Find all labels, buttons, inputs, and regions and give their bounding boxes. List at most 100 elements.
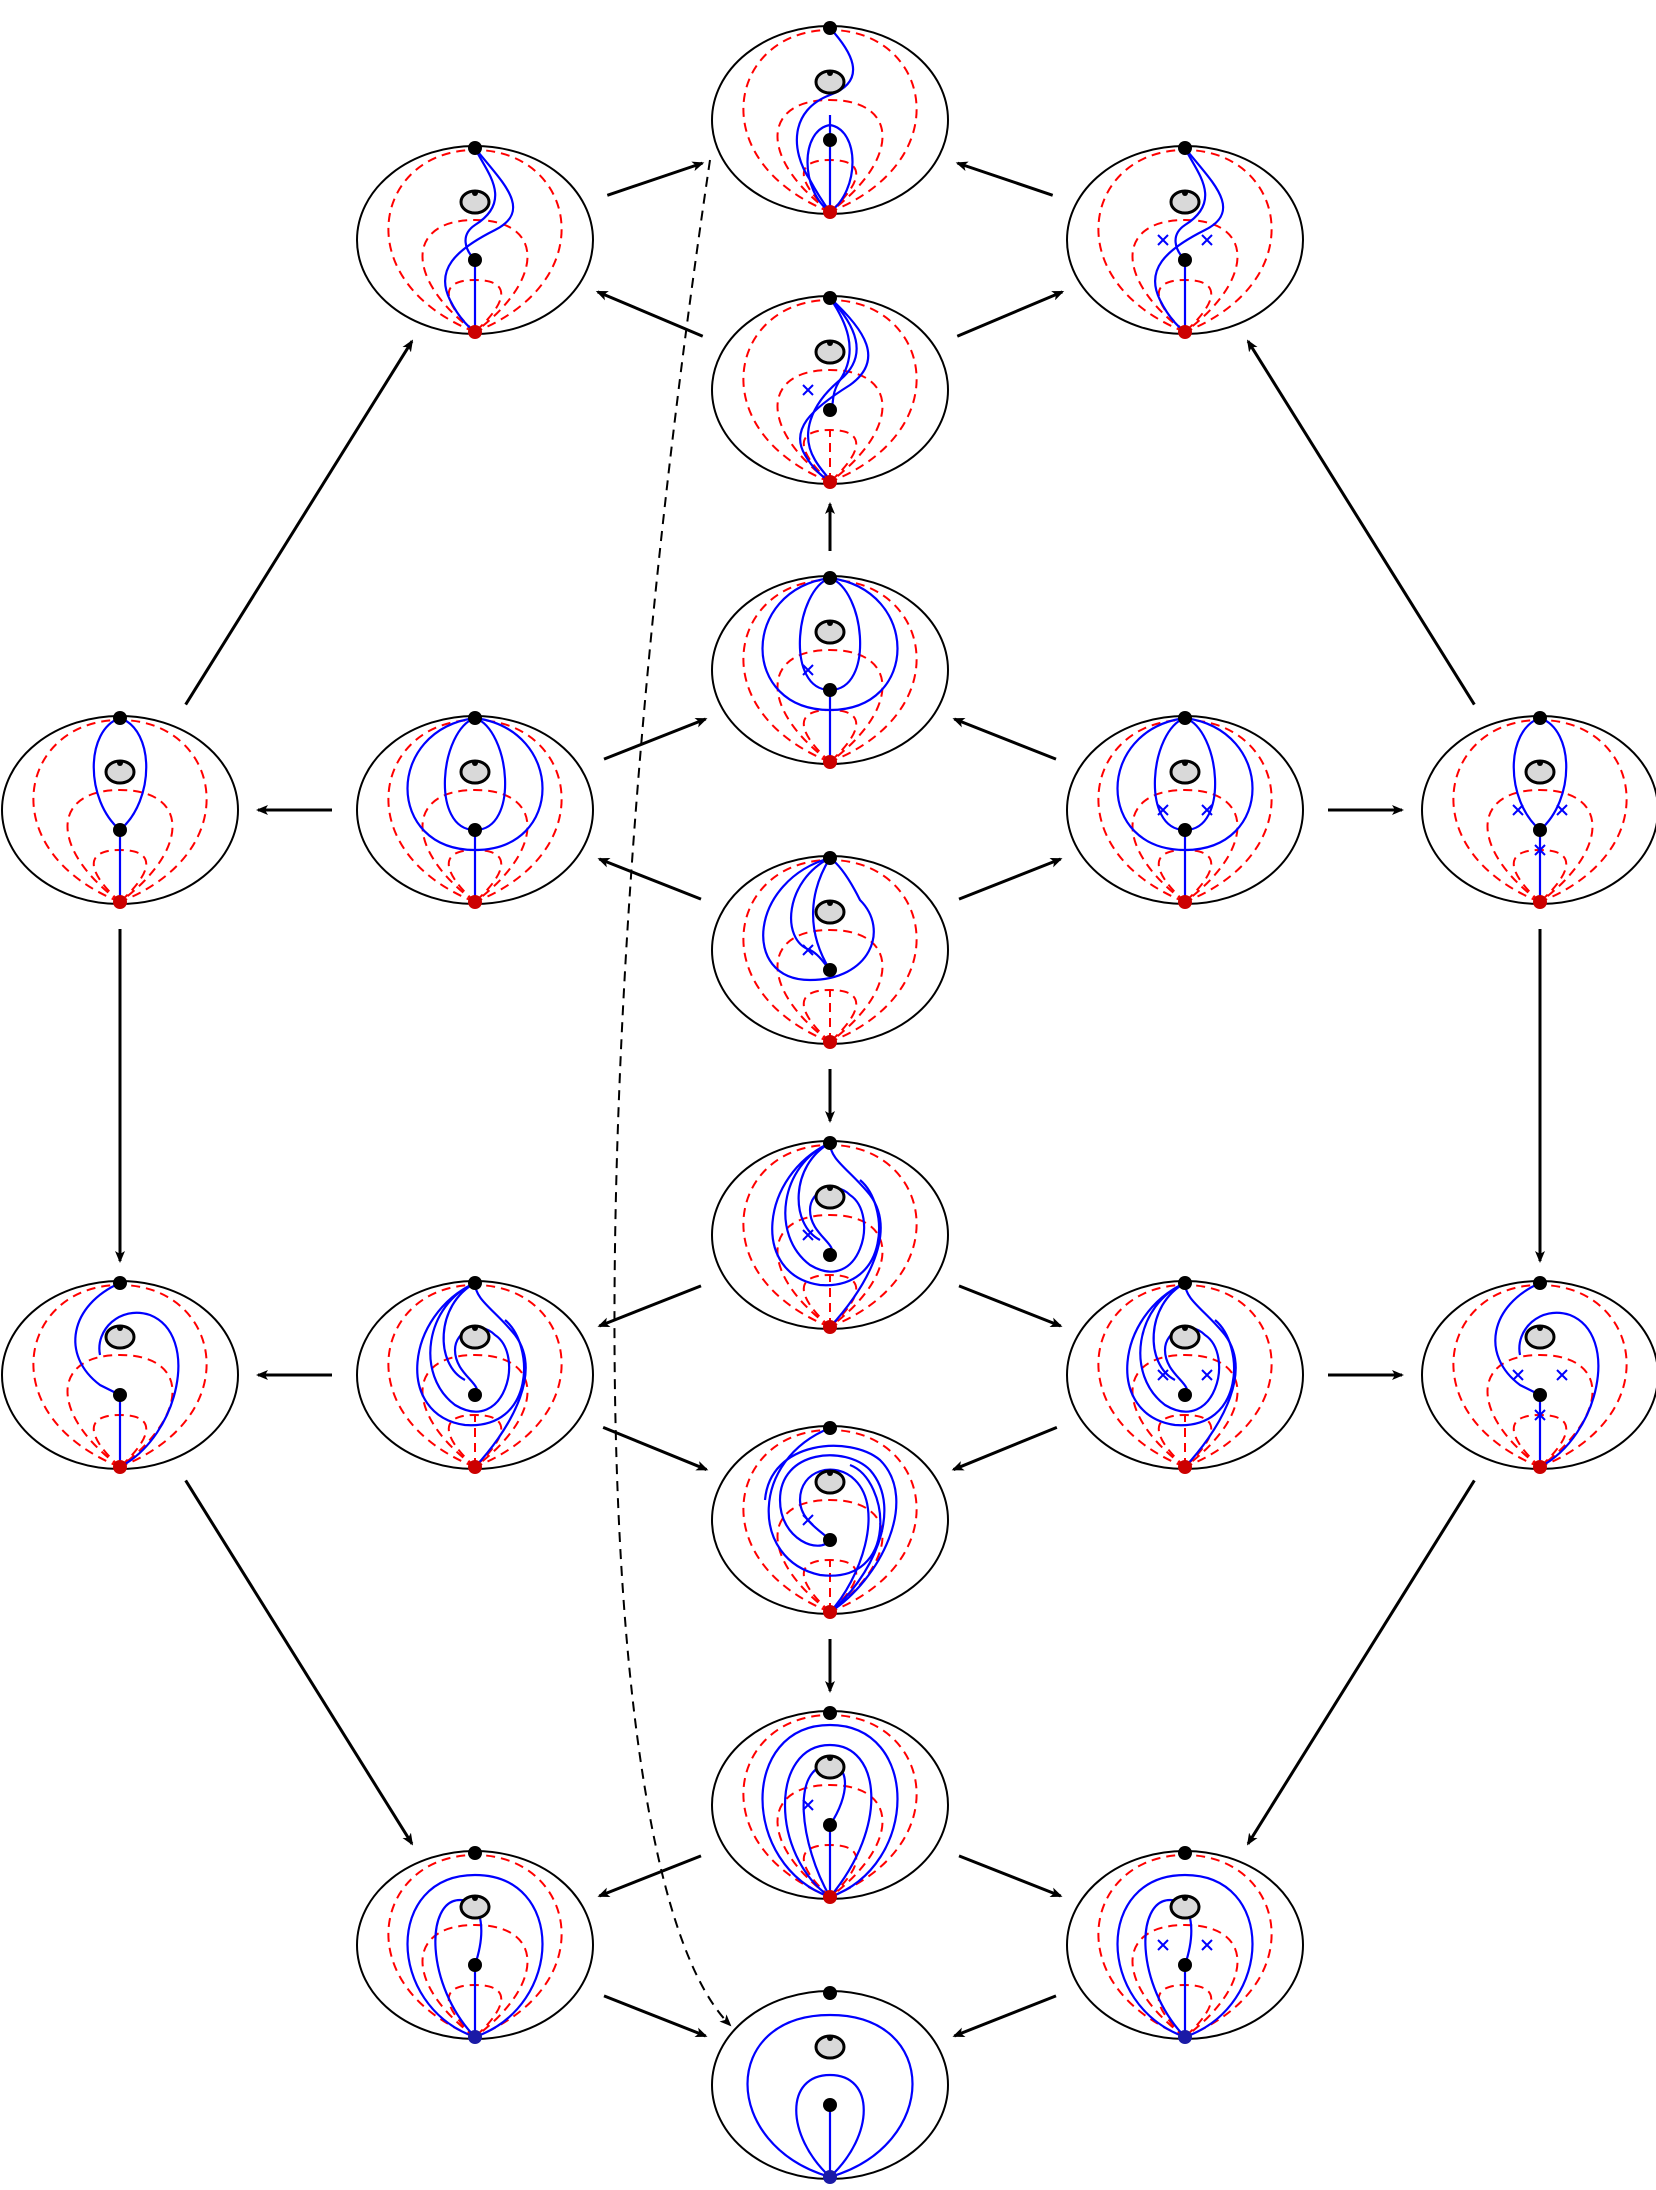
hole-point [827,620,833,626]
panel-m2 [711,1136,949,1334]
red-dashed-curve [776,1213,884,1328]
panel-t [711,21,949,219]
hole-point [1182,760,1188,766]
inner-point [468,1958,482,1972]
blue-curve [1518,1311,1600,1468]
bottom-point [823,1320,837,1334]
top-point [823,851,837,865]
hole-point [827,1470,833,1476]
hole-point [472,1895,478,1901]
blue-curve [1126,1282,1235,1427]
panel-b [711,1986,949,2184]
bottom-point [113,1460,127,1474]
top-point [823,1986,837,2000]
blue-curve [1144,1898,1193,2038]
cross-marker [1201,1939,1213,1951]
red-dashed-curve [776,648,884,763]
blue-curve [444,147,515,333]
blue-curve [783,1743,873,1898]
cross-marker [1157,234,1169,246]
inner-point [823,403,837,417]
inner-point [1533,823,1547,837]
top-point [823,1136,837,1150]
panel-m4 [711,1706,949,1904]
cross-marker [1512,804,1524,816]
hole-point [1182,190,1188,196]
cross-marker [1201,234,1213,246]
panel-bl [356,1846,594,2044]
red-dashed-curve [776,368,884,483]
blue-curve [406,1873,544,2039]
cross-marker [1556,1369,1568,1381]
bottom-point [823,205,837,219]
arrow-lb-to-m3 [602,1425,709,1471]
hole-point [1537,760,1543,766]
blue-curve [778,1454,886,1613]
inner-point [823,683,837,697]
inner-point [823,1533,837,1547]
blue-curve [784,1141,866,1273]
top-point [1533,1276,1547,1290]
top-point [823,1421,837,1435]
hole-point [827,1185,833,1191]
hole-point [117,760,123,766]
cross-marker [802,1514,814,1526]
red-dashed-curve [421,218,529,333]
boundary-ellipse [1066,1280,1304,1470]
hole-point [472,1325,478,1331]
top-point [113,711,127,725]
arrow-m4-to-bl [597,1854,702,1898]
cross-marker [802,1229,814,1241]
dashed-arrow-layer [613,159,732,2027]
red-dashed-curve [1131,1353,1239,1468]
inner-point [1178,1958,1192,1972]
hole-point [827,2035,833,2041]
cross-marker [802,1799,814,1811]
top-point [468,1846,482,1860]
blue-curve [828,1142,882,1328]
blue-curve [1152,1282,1186,1381]
boundary-ellipse [711,855,949,1045]
blue-curve [761,1723,899,1899]
blue-curve [429,1281,511,1413]
top-point [1533,711,1547,725]
bottom-point [113,895,127,909]
red-dashed-curve [421,1923,529,2038]
red-dashed-curve [1131,1923,1239,2038]
arrow-c-to-rm [958,857,1063,901]
bottom-point [823,1890,837,1904]
red-dashed-curve [1131,788,1239,903]
cross-marker [1201,1369,1213,1381]
hole-point [827,1755,833,1761]
blue-curve [795,2073,865,2178]
blue-curve [1154,147,1225,333]
blue-curve [762,856,875,982]
arrow-bl-to-b [603,1994,708,2038]
panel-layer [1,21,1656,2184]
panel-u2 [711,291,949,489]
red-dashed-curve [776,928,884,1043]
red-dashed-curve [66,788,174,903]
cross-marker [1157,1939,1169,1951]
top-point [823,1706,837,1720]
arrow-m4-to-br [958,1854,1063,1898]
hole-point [472,760,478,766]
top-point [1178,1276,1192,1290]
panel-ll [1,711,239,909]
cross-marker [1157,1369,1169,1381]
arrow-rb-to-m3 [951,1425,1058,1471]
red-dashed-curve [421,1353,529,1468]
bottom-point [1178,325,1192,339]
panel-lm [356,711,594,909]
bottom-point [1533,1460,1547,1474]
boundary-ellipse [356,1280,594,1470]
panel-rm [1066,711,1304,909]
arrow-m2-to-rb [958,1284,1063,1328]
panel-m1 [711,571,949,769]
inner-point [468,253,482,267]
inner-point [113,823,127,837]
hole-point [827,340,833,346]
arrow-br-to-b [952,1994,1057,2038]
cross-marker [802,384,814,396]
inner-point [823,963,837,977]
